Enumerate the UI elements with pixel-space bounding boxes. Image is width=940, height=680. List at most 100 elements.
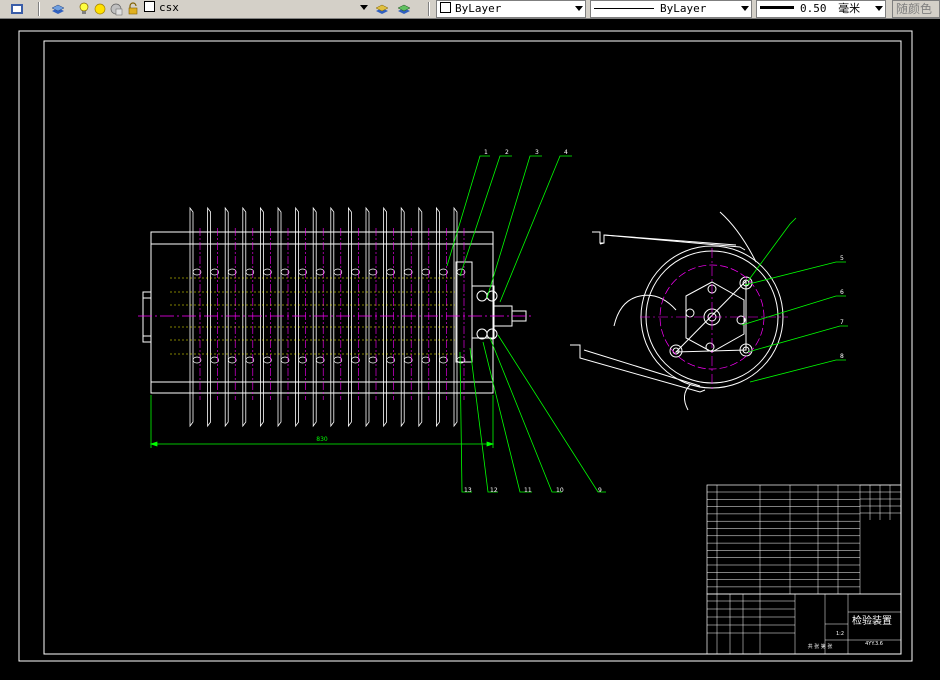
disc-bolt (245, 356, 255, 364)
disc-array (189, 206, 466, 428)
drawing-canvas[interactable]: 830 1 2 3 4 13 12 11 10 9 (0, 19, 940, 680)
linetype-select[interactable]: ByLayer (590, 0, 752, 18)
disc (242, 206, 247, 428)
disc-bolt (280, 356, 290, 364)
layer-dropdown-chevron-icon[interactable] (360, 5, 368, 10)
disc-bolt (333, 356, 343, 364)
lineweight-select[interactable]: 0.50 毫米 (756, 0, 886, 18)
disc (365, 206, 370, 428)
lineweight-dropdown-chevron-icon[interactable] (875, 6, 883, 11)
color-select[interactable]: ByLayer (436, 0, 586, 18)
make-object-layer-current-icon[interactable] (374, 1, 390, 17)
balloon-8: 8 (840, 353, 844, 360)
disc-bolt (333, 268, 343, 276)
end-view (570, 211, 784, 411)
balloon-1: 1 (484, 149, 488, 156)
disc-bolt (315, 268, 325, 276)
disc-bolt (210, 356, 219, 364)
disc (260, 206, 264, 428)
disc-bolt (192, 268, 202, 276)
balloon-10: 10 (556, 487, 564, 494)
hidden-lines (170, 277, 455, 355)
disc-bolt (421, 268, 431, 276)
disc (189, 206, 194, 428)
sheet-outer-border (18, 30, 913, 662)
drawing-scale: 1:2 (836, 631, 844, 637)
disc-bolt (227, 268, 237, 276)
disc-bolt (386, 268, 395, 276)
plotstyle-select[interactable]: 随颜色 (892, 0, 940, 18)
balloon-12: 12 (490, 487, 498, 494)
drawing-sheet: 共 张 第 张 (808, 643, 833, 650)
disc-bolt (263, 356, 272, 364)
disc-bolt (351, 268, 360, 276)
layer-color-swatch (144, 1, 155, 12)
disc-bolt (192, 356, 202, 364)
layer-on-bulb-icon[interactable] (76, 1, 92, 17)
balloon-3: 3 (535, 149, 539, 156)
drum-side-view (142, 231, 527, 394)
linetype-dropdown-chevron-icon[interactable] (741, 6, 749, 11)
balloon-4: 4 (564, 149, 568, 156)
disc-bolt (351, 356, 360, 364)
disc-bolt (456, 356, 466, 364)
layer-manager-icon[interactable] (9, 1, 25, 17)
disc (207, 206, 211, 428)
lineweight-value: 0.50 (800, 2, 827, 15)
drawing-code: 4YY.3.6 (865, 641, 883, 647)
disc-bolt (439, 356, 448, 364)
layer-thaw-sun-icon[interactable] (92, 1, 108, 17)
layer-previous-icon[interactable] (396, 1, 412, 17)
disc-bolt (456, 268, 466, 276)
disc-bolt (227, 356, 237, 364)
layer-lock-icon[interactable] (125, 1, 141, 17)
disc-bolt (386, 356, 395, 364)
parts-list-grid (707, 484, 901, 654)
disc-bolt (315, 356, 325, 364)
balloon-11: 11 (524, 487, 532, 494)
layer-viewport-icon[interactable] (108, 1, 124, 17)
disc (224, 206, 229, 428)
color-dropdown-chevron-icon[interactable] (575, 6, 583, 11)
dimension-label: 830 (316, 436, 328, 443)
disc-bolt (280, 268, 290, 276)
disc (418, 206, 423, 428)
lineweight-unit: 毫米 (838, 2, 861, 15)
disc-bolt (403, 268, 413, 276)
linetype-value: ByLayer (660, 2, 707, 15)
disc-bolt (368, 268, 378, 276)
balloon-6: 6 (840, 289, 844, 296)
disc-bolt (210, 268, 219, 276)
layer-name: csx (159, 1, 179, 14)
disc-bolt (439, 268, 448, 276)
disc-bolt (403, 356, 413, 364)
disc (295, 206, 299, 428)
balloon-9: 9 (598, 487, 602, 494)
disc-bolt (298, 268, 307, 276)
linetype-preview (594, 8, 654, 9)
drawing-title: 检验装置 (852, 614, 892, 627)
disc (436, 206, 440, 428)
balloon-7: 7 (840, 319, 844, 326)
end-view-leaders (741, 217, 848, 383)
title-block (706, 484, 902, 655)
layers-stack-icon[interactable] (50, 1, 66, 17)
leaders-top (446, 155, 606, 493)
balloon-5: 5 (840, 255, 844, 262)
disc (277, 206, 282, 428)
disc (400, 206, 405, 428)
balloons: 1 2 3 4 13 12 11 10 9 (464, 149, 602, 494)
color-swatch (440, 2, 451, 13)
lineweight-preview (760, 6, 794, 9)
plotstyle-value: 随颜色 (896, 2, 933, 16)
disc-bolt (245, 268, 255, 276)
balloon-2: 2 (505, 149, 509, 156)
sheet-inner-border (43, 40, 902, 655)
disc-bolt (368, 356, 378, 364)
overall-length-dimension (149, 395, 495, 448)
disc (348, 206, 352, 428)
layer-select[interactable]: csx (141, 0, 371, 18)
color-value: ByLayer (455, 2, 502, 15)
disc-bolt (298, 356, 307, 364)
balloon-13: 13 (464, 487, 472, 494)
